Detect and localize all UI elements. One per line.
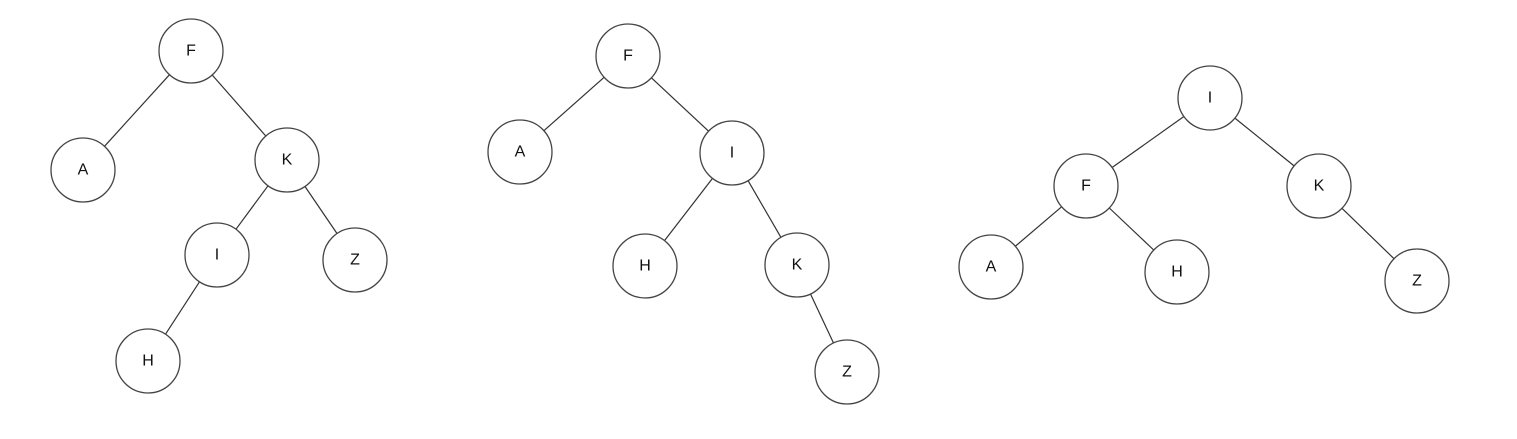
tree-2-edges [543, 76, 835, 344]
node-circle [322, 227, 388, 293]
node-label: F [1081, 178, 1091, 195]
node-label: A [515, 144, 526, 161]
node-label: K [1314, 178, 1325, 195]
tree-1-edge-f-k [211, 74, 267, 137]
tree-2-edge-f-i [650, 77, 710, 132]
tree-1-edge-k-i [235, 185, 269, 230]
tree-1-edge-i-h [164, 281, 201, 335]
node-label: A [986, 259, 997, 276]
node-label: A [78, 162, 89, 179]
node-circle [612, 233, 678, 299]
tree-3-node-k: K [1286, 153, 1352, 219]
tree-2-edge-i-k [747, 180, 782, 238]
node-label: I [1208, 90, 1212, 107]
node-label: H [142, 353, 154, 370]
tree-1-edge-k-z [304, 186, 338, 234]
tree-3-node-f: F [1053, 153, 1119, 219]
node-label: I [730, 145, 734, 162]
node-circle [50, 137, 116, 203]
node-label: Z [350, 252, 360, 269]
node-circle [1144, 239, 1210, 305]
tree-3-node-a: A [958, 234, 1024, 300]
tree-2-node-a: A [487, 119, 553, 185]
node-label: F [623, 48, 633, 65]
tree-2-edge-k-z [809, 293, 835, 344]
tree-2-node-h: H [612, 233, 678, 299]
tree-1-nodes: F A K I Z H [50, 18, 388, 394]
node-label: K [792, 257, 803, 274]
node-label: K [282, 152, 293, 169]
tree-1-node-f: F [158, 18, 224, 84]
tree-3-node-z: Z [1384, 248, 1450, 314]
tree-3-edges [1015, 116, 1395, 260]
node-label: F [186, 43, 196, 60]
tree-2-edge-f-a [543, 76, 605, 132]
node-circle [595, 23, 661, 89]
node-label: Z [1412, 273, 1422, 290]
node-circle [958, 234, 1024, 300]
tree-1-node-k: K [254, 127, 320, 193]
node-circle [184, 222, 250, 288]
tree-3-edge-i-k [1234, 117, 1295, 167]
tree-1-edge-f-a [104, 74, 170, 147]
node-circle [699, 120, 765, 186]
tree-2-node-k: K [764, 232, 830, 298]
node-label: H [1171, 264, 1183, 281]
tree-1-edges [104, 74, 338, 335]
tree-2-node-z: Z [814, 339, 880, 405]
node-circle [1053, 153, 1119, 219]
node-circle [764, 232, 830, 298]
tree-1-node-h: H [115, 328, 181, 394]
tree-1-node-i: I [184, 222, 250, 288]
tree-3-edge-f-h [1108, 207, 1155, 251]
tree-3-nodes: I F K A H Z [958, 65, 1450, 314]
node-label: H [639, 258, 651, 275]
tree-3-node-h: H [1144, 239, 1210, 305]
node-circle [254, 127, 320, 193]
nodes-layer: F A K I Z H F A I H K Z I F K A H Z [50, 18, 1450, 405]
tree-3-node-i: I [1177, 65, 1243, 131]
tree-3-edge-f-a [1015, 206, 1062, 247]
node-circle [115, 328, 181, 394]
node-circle [814, 339, 880, 405]
edges-layer [104, 74, 1395, 344]
tree-1-node-z: Z [322, 227, 388, 293]
tree-1-node-a: A [50, 137, 116, 203]
tree-3-edge-i-f [1111, 116, 1185, 168]
node-circle [487, 119, 553, 185]
tree-2-edge-i-h [664, 178, 713, 241]
tree-3-edge-k-z [1341, 207, 1395, 260]
node-label: I [215, 247, 219, 264]
node-circle [158, 18, 224, 84]
node-circle [1286, 153, 1352, 219]
node-circle [1384, 248, 1450, 314]
node-label: Z [842, 364, 852, 381]
node-circle [1177, 65, 1243, 131]
tree-2-nodes: F A I H K Z [487, 23, 880, 405]
tree-2-node-f: F [595, 23, 661, 89]
tree-2-node-i: I [699, 120, 765, 186]
